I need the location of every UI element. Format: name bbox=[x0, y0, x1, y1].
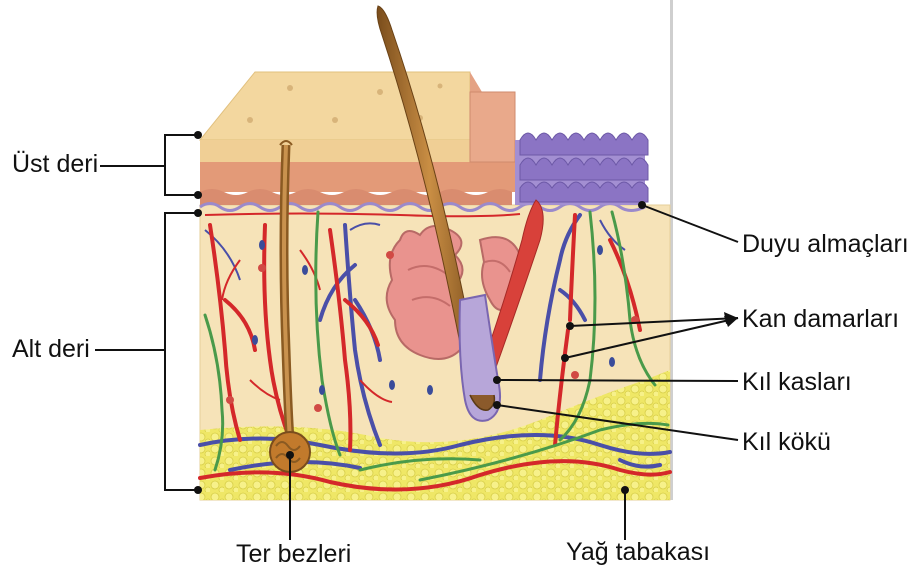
arrowheads bbox=[724, 312, 738, 327]
label-ter-bezleri: Ter bezleri bbox=[236, 542, 351, 567]
epidermis-lower bbox=[200, 162, 515, 192]
sensory-receptor-region bbox=[515, 133, 648, 205]
label-kil-kaslari: Kıl kasları bbox=[742, 370, 852, 395]
brackets bbox=[95, 135, 198, 490]
label-ust-deri: Üst deri bbox=[12, 152, 98, 177]
label-kil-koku: Kıl kökü bbox=[742, 430, 831, 455]
label-alt-deri: Alt deri bbox=[12, 337, 90, 362]
label-yag-tabakasi: Yağ tabakası bbox=[566, 540, 710, 565]
label-kan-damarlari: Kan damarları bbox=[742, 307, 899, 332]
label-duyu-almaclari: Duyu almaçları bbox=[742, 232, 909, 257]
